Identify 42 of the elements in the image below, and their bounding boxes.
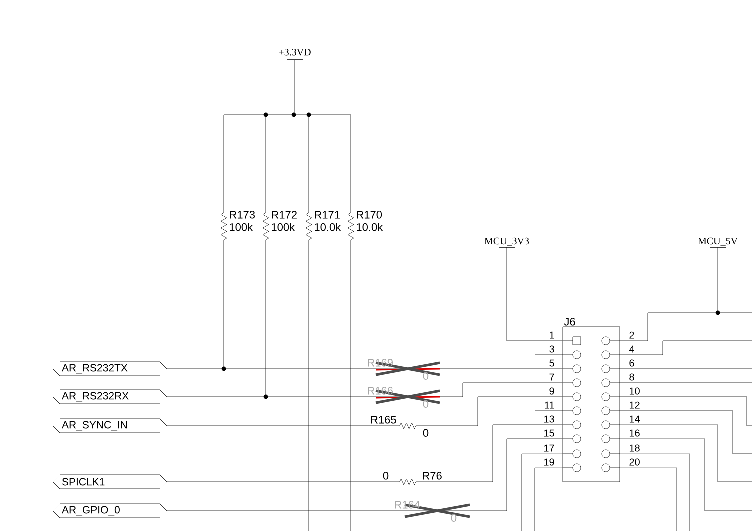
pin-number: 3	[550, 346, 554, 353]
resistor-value: 0	[423, 372, 429, 380]
pin-number: 11	[545, 402, 554, 409]
pin-number: 15	[544, 430, 554, 437]
pin-number: 17	[544, 444, 554, 452]
pin-number: 5	[550, 360, 554, 367]
port-flag: AR_SYNC_IN	[52, 418, 168, 434]
pin-number: 16	[630, 430, 640, 437]
pin-number: 18	[630, 444, 640, 452]
resistor-label: R76	[423, 472, 442, 480]
connector-header: J6	[562, 318, 620, 482]
resistor-value: 0	[383, 472, 389, 480]
pin-number: 1	[550, 332, 554, 339]
resistor-label: R173	[230, 211, 255, 219]
pin-number: 4	[629, 346, 634, 353]
resistor-value: 0	[423, 400, 429, 408]
port-flag: SPICLK1	[52, 474, 168, 490]
node-label: J6	[564, 318, 576, 326]
pin-number: 10	[630, 388, 640, 395]
pin-number: 6	[630, 360, 634, 367]
pin-number: 20	[630, 458, 640, 466]
pin-number: 14	[630, 416, 640, 423]
pin-number: 9	[550, 388, 554, 395]
port-flag: AR_GPIO_0	[52, 504, 168, 518]
power-label: +3.3VD	[279, 49, 311, 56]
port-flag: AR_RS232RX	[52, 390, 168, 404]
pin-number: 2	[630, 332, 634, 339]
resistor-value: 0	[451, 514, 457, 522]
resistor-label: R171	[315, 211, 340, 219]
resistor-value: 100k	[230, 223, 254, 232]
pin-number: 8	[630, 374, 634, 381]
resistor-label: R170	[357, 211, 382, 219]
resistor-value: 10.0k	[357, 223, 384, 232]
pin-number: 12	[630, 402, 640, 409]
resistor-value: 0	[423, 429, 429, 437]
resistor-value: 10.0k	[315, 223, 342, 232]
resistor-value: 100k	[272, 223, 296, 232]
resistor-label: R165	[371, 416, 396, 424]
pin-number: 7	[550, 374, 554, 381]
resistor-label: R172	[272, 211, 297, 219]
pin-number: 13	[544, 416, 554, 423]
port-flag: AR_RS232TX	[52, 362, 168, 376]
